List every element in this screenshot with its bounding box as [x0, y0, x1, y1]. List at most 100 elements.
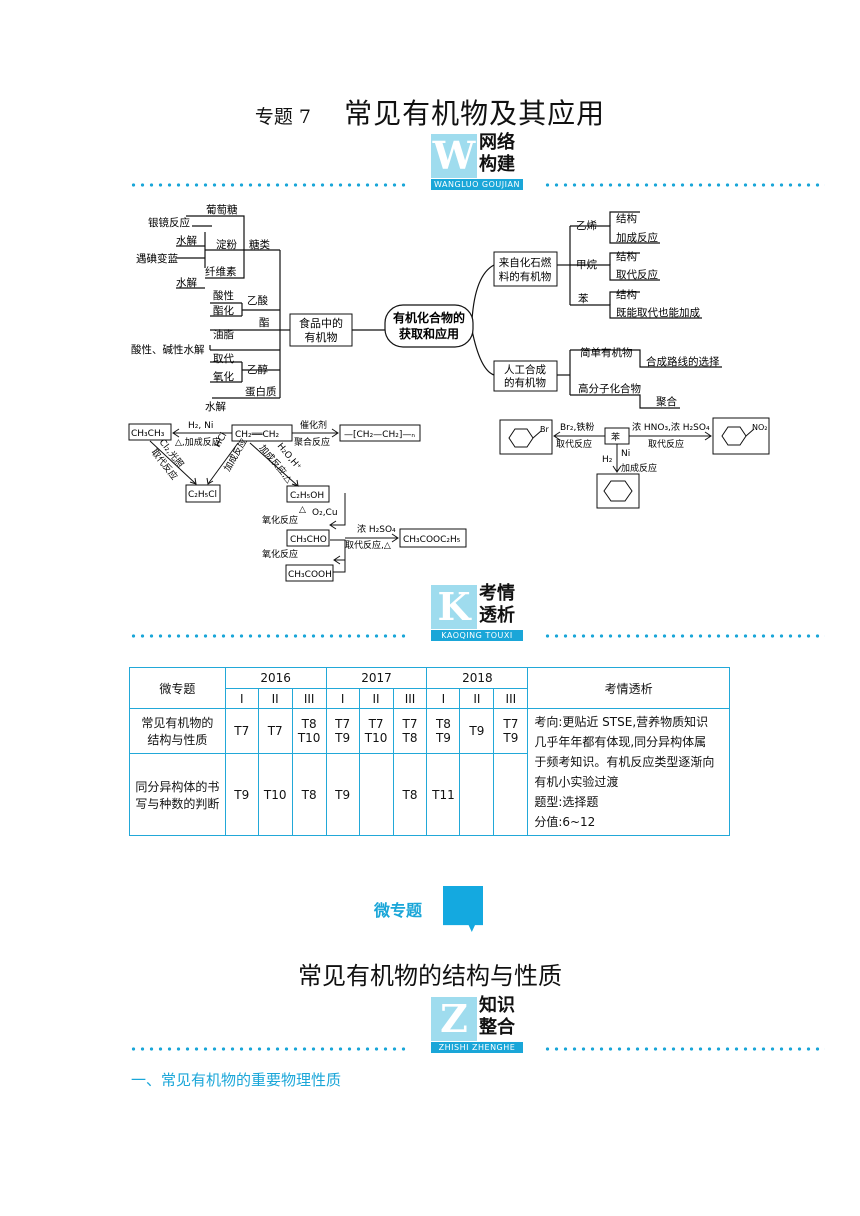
svg-text:高分子化合物: 高分子化合物: [578, 382, 641, 395]
badge-cn: 网络构建: [479, 132, 515, 175]
exam-badge: K 考情透析 KAOQING TOUXI: [431, 583, 523, 641]
exam-note: 考向:更贴近 STSE,营养物质知识几乎年年都有体现,同分异构体属于频考知识。有…: [527, 708, 730, 836]
svg-text:结构: 结构: [616, 288, 637, 301]
svg-text:C₂H₅OH: C₂H₅OH: [290, 491, 324, 501]
svg-text:聚合反应: 聚合反应: [294, 436, 330, 448]
divider-right: [543, 183, 825, 187]
svg-text:酸性、碱性水解: 酸性、碱性水解: [131, 343, 205, 356]
svg-text:CH₂══CH₂: CH₂══CH₂: [235, 430, 280, 440]
svg-text:乙烯: 乙烯: [576, 219, 597, 232]
svg-text:NO₂: NO₂: [752, 423, 768, 432]
header-paper: I: [426, 688, 461, 709]
svg-text:HCl: HCl: [213, 431, 229, 449]
svg-text:H₂, Ni: H₂, Ni: [188, 421, 213, 431]
svg-text:合成路线的选择: 合成路线的选择: [646, 355, 720, 368]
svg-text:△: △: [299, 505, 306, 515]
svg-text:水解: 水解: [176, 234, 197, 247]
svg-text:取代反应: 取代反应: [616, 268, 658, 281]
center-box: [384, 304, 474, 348]
table-cell: [459, 753, 495, 836]
svg-text:取代反应,△: 取代反应,△: [345, 539, 391, 551]
header-year: 2016: [224, 667, 327, 689]
svg-text:人工合成的有机物: 人工合成的有机物: [504, 363, 546, 389]
table-cell: T9: [325, 753, 360, 836]
svg-text:食品中的有机物: 食品中的有机物: [299, 316, 343, 344]
row-topic: 常见有机物的结构与性质: [129, 707, 226, 755]
header-year: 2017: [325, 667, 428, 689]
badge-en: ZHISHI ZHENGHE: [431, 1042, 523, 1053]
badge-letter: Z: [431, 997, 477, 1041]
row-topic: 同分异构体的书写与种数的判断: [129, 753, 226, 836]
table-cell: T8 T9: [426, 707, 461, 755]
badge-en: KAOQING TOUXI: [431, 630, 523, 641]
synthetic-box: [493, 360, 558, 392]
mind-map: 食品中的有机物 有机化合物的获取和应用 来自化石燃料的有机物 人工合成的有机物 …: [128, 203, 770, 582]
divider-left: [129, 183, 409, 187]
page-title: 专题 7 常见有机物及其应用: [0, 92, 860, 132]
table-cell: T9: [459, 707, 495, 755]
header-paper: I: [325, 688, 360, 709]
header-year: 2018: [426, 667, 529, 689]
svg-text:催化剂: 催化剂: [300, 419, 327, 431]
svg-text:Ni: Ni: [621, 449, 630, 459]
svg-text:取代反应: 取代反应: [556, 438, 592, 450]
exam-table: 微专题 2016 2017 2018 考情透析 I II III I II II…: [129, 667, 730, 836]
table-cell: T7: [224, 707, 259, 755]
header-paper: II: [459, 688, 495, 709]
svg-text:加成反应: 加成反应: [616, 231, 658, 244]
svg-text:油脂: 油脂: [213, 328, 234, 341]
svg-text:淀粉: 淀粉: [216, 238, 237, 251]
flag-icon: [443, 886, 483, 932]
header-paper: III: [493, 688, 529, 709]
svg-text:Br: Br: [540, 425, 549, 434]
svg-text:CH₃COOH: CH₃COOH: [288, 570, 332, 580]
svg-text:氧化反应: 氧化反应: [262, 514, 298, 526]
svg-text:CH₃CHO: CH₃CHO: [290, 535, 327, 545]
knowledge-badge: Z 知识整合 ZHISHI ZHENGHE: [431, 995, 523, 1053]
svg-text:—[CH₂—CH₂]—ₙ: —[CH₂—CH₂]—ₙ: [344, 430, 415, 440]
svg-text:苯: 苯: [611, 431, 620, 443]
svg-text:H₂: H₂: [602, 455, 613, 465]
svg-text:△,加成反应: △,加成反应: [175, 436, 221, 448]
badge-en: WANGLUO GOUJIAN: [431, 179, 523, 190]
badge-letter: K: [431, 585, 477, 629]
svg-text:苯: 苯: [578, 292, 589, 305]
badge-cn: 知识整合: [479, 995, 515, 1038]
table-cell: T7 T9: [325, 707, 360, 755]
table-cell: T10: [257, 753, 293, 836]
divider-right: [543, 634, 825, 638]
svg-text:酯化: 酯化: [213, 304, 234, 317]
divider-left: [129, 634, 409, 638]
table-cell: [358, 753, 394, 836]
subtitle: 常见有机物的结构与性质: [298, 962, 562, 990]
table-cell: T7 T9: [493, 707, 529, 755]
svg-text:氧化反应: 氧化反应: [262, 548, 298, 560]
network-badge: W 网络构建 WANGLUO GOUJIAN: [431, 132, 523, 190]
svg-text:取代反应: 取代反应: [648, 438, 684, 450]
table-cell: T7 T8: [392, 707, 428, 755]
badge-cn: 考情透析: [479, 583, 515, 626]
svg-text:水解: 水解: [205, 400, 226, 413]
svg-text:聚合: 聚合: [656, 395, 677, 408]
svg-text:乙醇: 乙醇: [247, 363, 268, 376]
svg-text:CH₃CH₃: CH₃CH₃: [131, 429, 165, 439]
svg-text:结构: 结构: [616, 250, 637, 263]
svg-text:CH₃COOC₂H₅: CH₃COOC₂H₅: [403, 535, 461, 545]
header-paper: I: [224, 688, 259, 709]
food-box: [289, 313, 353, 347]
svg-text:既能取代也能加成: 既能取代也能加成: [616, 306, 700, 319]
svg-text:氧化: 氧化: [213, 370, 234, 383]
badge-letter: W: [431, 133, 477, 178]
svg-text:浓 H₂SO₄: 浓 H₂SO₄: [357, 524, 396, 535]
svg-text:取代: 取代: [213, 353, 234, 365]
table-cell: [493, 753, 529, 836]
header-paper: II: [257, 688, 293, 709]
svg-text:简单有机物: 简单有机物: [580, 346, 633, 359]
svg-text:酯: 酯: [259, 317, 270, 329]
table-cell: T7 T10: [358, 707, 394, 755]
title-prefix: 专题 7: [254, 106, 312, 128]
micro-topic-label: 微专题: [374, 901, 423, 920]
fossil-box: [493, 251, 558, 287]
svg-text:Br₂,铁粉: Br₂,铁粉: [560, 421, 594, 433]
svg-text:蛋白质: 蛋白质: [245, 385, 277, 398]
